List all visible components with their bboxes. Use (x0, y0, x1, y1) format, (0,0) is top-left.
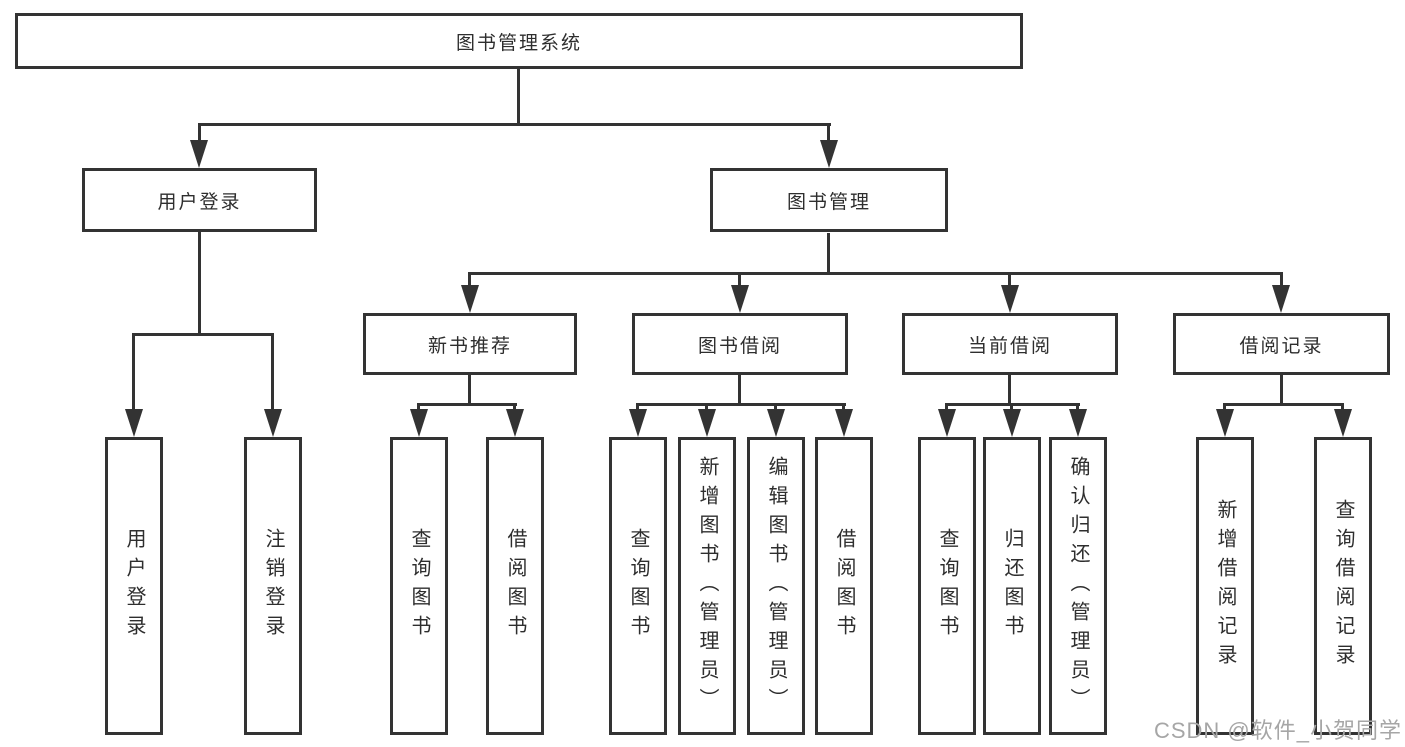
node-book-borrow-label: 图书借阅 (697, 335, 782, 357)
connector-arrow (1334, 409, 1352, 437)
node-user-login: 用户登录 (82, 168, 317, 232)
connector-line (1076, 403, 1079, 413)
connector-line (738, 272, 741, 290)
leaf-edit-books-admin-label: 编辑图书（管理员） (765, 455, 787, 717)
csdn-watermark: CSDN @软件_小贺同学 (1153, 718, 1402, 743)
connector-line (132, 333, 274, 336)
connector-line (468, 375, 471, 406)
node-current-borrow: 当前借阅 (902, 313, 1118, 375)
leaf-query-books-3: 查询图书 (918, 437, 976, 735)
leaf-borrow-books-1: 借阅图书 (486, 437, 544, 735)
leaf-query-books-2-label: 查询图书 (627, 528, 649, 644)
connector-arrow (1001, 285, 1019, 313)
node-root: 图书管理系统 (15, 13, 1023, 69)
leaf-logout: 注销登录 (244, 437, 302, 735)
connector-arrow (506, 409, 524, 437)
connector-arrow (1272, 285, 1290, 313)
connector-line (1280, 375, 1283, 406)
connector-arrow (190, 140, 208, 168)
connector-arrow (629, 409, 647, 437)
leaf-add-books-admin: 新增图书（管理员） (678, 437, 736, 735)
connector-line (705, 403, 708, 413)
connector-line (1008, 375, 1011, 406)
connector-line (1280, 272, 1283, 290)
node-book-borrow: 图书借阅 (632, 313, 848, 375)
leaf-logout-label: 注销登录 (262, 528, 284, 644)
connector-arrow (1003, 409, 1021, 437)
connector-arrow (410, 409, 428, 437)
leaf-borrow-books-1-label: 借阅图书 (504, 528, 526, 644)
leaf-add-borrow-record-label: 新增借阅记录 (1214, 499, 1236, 673)
connector-arrow (1216, 409, 1234, 437)
connector-line (1223, 403, 1226, 413)
connector-line (468, 272, 1283, 275)
connector-line (198, 232, 201, 336)
leaf-edit-books-admin: 编辑图书（管理员） (747, 437, 805, 735)
connector-line (827, 233, 830, 275)
leaf-borrow-books-2-label: 借阅图书 (833, 528, 855, 644)
connector-line (945, 403, 948, 413)
leaf-query-borrow-record: 查询借阅记录 (1314, 437, 1372, 735)
node-user-login-label: 用户登录 (157, 191, 242, 213)
leaf-confirm-return-admin-label: 确认归还（管理员） (1067, 455, 1089, 717)
leaf-user-login-label: 用户登录 (123, 528, 145, 644)
connector-line (132, 333, 135, 413)
leaf-return-books: 归还图书 (983, 437, 1041, 735)
connector-line (417, 403, 517, 406)
leaf-confirm-return-admin: 确认归还（管理员） (1049, 437, 1107, 735)
connector-line (636, 403, 846, 406)
node-root-label: 图书管理系统 (455, 32, 582, 54)
connector-arrow (461, 285, 479, 313)
connector-arrow (1069, 409, 1087, 437)
node-borrow-records-label: 借阅记录 (1239, 335, 1324, 357)
leaf-borrow-books-2: 借阅图书 (815, 437, 873, 735)
leaf-query-borrow-record-label: 查询借阅记录 (1332, 499, 1354, 673)
node-borrow-records: 借阅记录 (1173, 313, 1390, 375)
connector-line (513, 403, 516, 413)
connector-line (1223, 403, 1344, 406)
leaf-add-borrow-record: 新增借阅记录 (1196, 437, 1254, 735)
connector-line (1008, 272, 1011, 290)
leaf-query-books-1: 查询图书 (390, 437, 448, 735)
connector-line (636, 403, 639, 413)
connector-arrow (698, 409, 716, 437)
connector-line (1341, 403, 1344, 413)
connector-line (417, 403, 420, 413)
connector-line (842, 403, 845, 413)
node-book-management: 图书管理 (710, 168, 948, 232)
connector-line (517, 69, 520, 125)
connector-arrow (820, 140, 838, 168)
connector-line (271, 333, 274, 413)
connector-line (827, 123, 830, 145)
node-new-book-recommend-label: 新书推荐 (427, 335, 512, 357)
connector-arrow (731, 285, 749, 313)
connector-line (198, 123, 201, 145)
connector-line (738, 375, 741, 406)
connector-line (774, 403, 777, 413)
connector-line (198, 123, 831, 126)
leaf-query-books-2: 查询图书 (609, 437, 667, 735)
node-book-management-label: 图书管理 (786, 191, 871, 213)
connector-line (1010, 403, 1013, 413)
connector-arrow (125, 409, 143, 437)
connector-arrow (767, 409, 785, 437)
leaf-query-books-3-label: 查询图书 (936, 528, 958, 644)
connector-line (468, 272, 471, 290)
node-current-borrow-label: 当前借阅 (967, 335, 1052, 357)
connector-arrow (264, 409, 282, 437)
leaf-add-books-admin-label: 新增图书（管理员） (696, 455, 718, 717)
leaf-user-login: 用户登录 (105, 437, 163, 735)
connector-arrow (938, 409, 956, 437)
leaf-return-books-label: 归还图书 (1001, 528, 1023, 644)
connector-arrow (835, 409, 853, 437)
leaf-query-books-1-label: 查询图书 (408, 528, 430, 644)
node-new-book-recommend: 新书推荐 (363, 313, 577, 375)
